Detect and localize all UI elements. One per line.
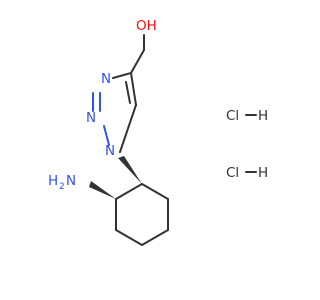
wedge-bond-c1-n1	[118, 156, 142, 184]
chlorine-label-1: Cl	[226, 108, 239, 124]
bond-c1-c2	[115, 183, 143, 200]
bond-n1-c5	[119, 104, 137, 153]
bond-c6-c1	[141, 183, 169, 200]
amine-subscript-label: 2	[59, 182, 65, 192]
molecule-canvas: OH N N N H 2 N Cl H Cl H	[48, 18, 269, 246]
bond-c4-c5r	[141, 229, 169, 246]
bond-ch2-c4	[130, 49, 145, 74]
bond-c3-c4	[115, 229, 143, 246]
n3-label: N	[101, 71, 111, 87]
hydrogen-label-2: H	[258, 165, 268, 181]
bond-c4-c5-double	[125, 81, 131, 104]
amine-h-label: H	[48, 173, 58, 189]
bond-c4-n3	[112, 72, 132, 79]
amine-n-label: N	[66, 173, 76, 189]
structure-drawing: OH N N N H 2 N Cl H Cl H	[48, 18, 268, 246]
hydrogen-label-1: H	[258, 108, 268, 124]
hydroxyl-label: OH	[136, 18, 157, 34]
n2-label: N	[86, 110, 96, 126]
bond-n2-n1	[103, 125, 110, 146]
bond-c4-c5	[130, 72, 137, 106]
n1-label: N	[105, 143, 115, 159]
chlorine-label-2: Cl	[226, 165, 239, 181]
wedge-bond-c2-nh2	[89, 181, 116, 199]
